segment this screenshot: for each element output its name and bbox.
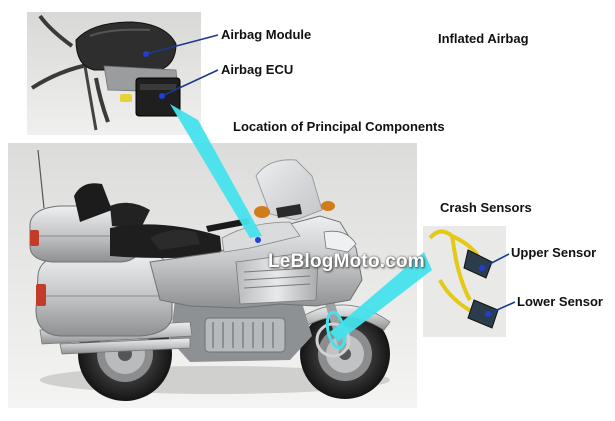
- pointer-airbag-ecu: [159, 69, 219, 99]
- watermark: LeBlogMoto.com: [268, 251, 425, 272]
- pointer-upper-sensor: [479, 253, 510, 271]
- airbag-module-photo: [27, 12, 201, 135]
- label-crash-sensors: Crash Sensors: [440, 200, 532, 215]
- label-inflated-airbag: Inflated Airbag: [438, 31, 529, 46]
- pointer-airbag-module: [143, 34, 219, 57]
- airbag-callout-beam: [170, 104, 262, 238]
- diagram-title: Location of Principal Components: [233, 119, 445, 134]
- crash-sensor-photo: [423, 226, 506, 337]
- sensor-highlight-ring: [325, 310, 347, 350]
- sensor-callout-beam: [330, 252, 432, 342]
- label-airbag-module: Airbag Module: [221, 27, 312, 42]
- motorcycle-airbag-dot: [255, 237, 261, 243]
- label-lower-sensor: Lower Sensor: [517, 294, 603, 309]
- label-airbag-ecu: Airbag ECU: [221, 62, 294, 77]
- label-upper-sensor: Upper Sensor: [511, 245, 597, 260]
- pointer-lower-sensor: [485, 301, 516, 317]
